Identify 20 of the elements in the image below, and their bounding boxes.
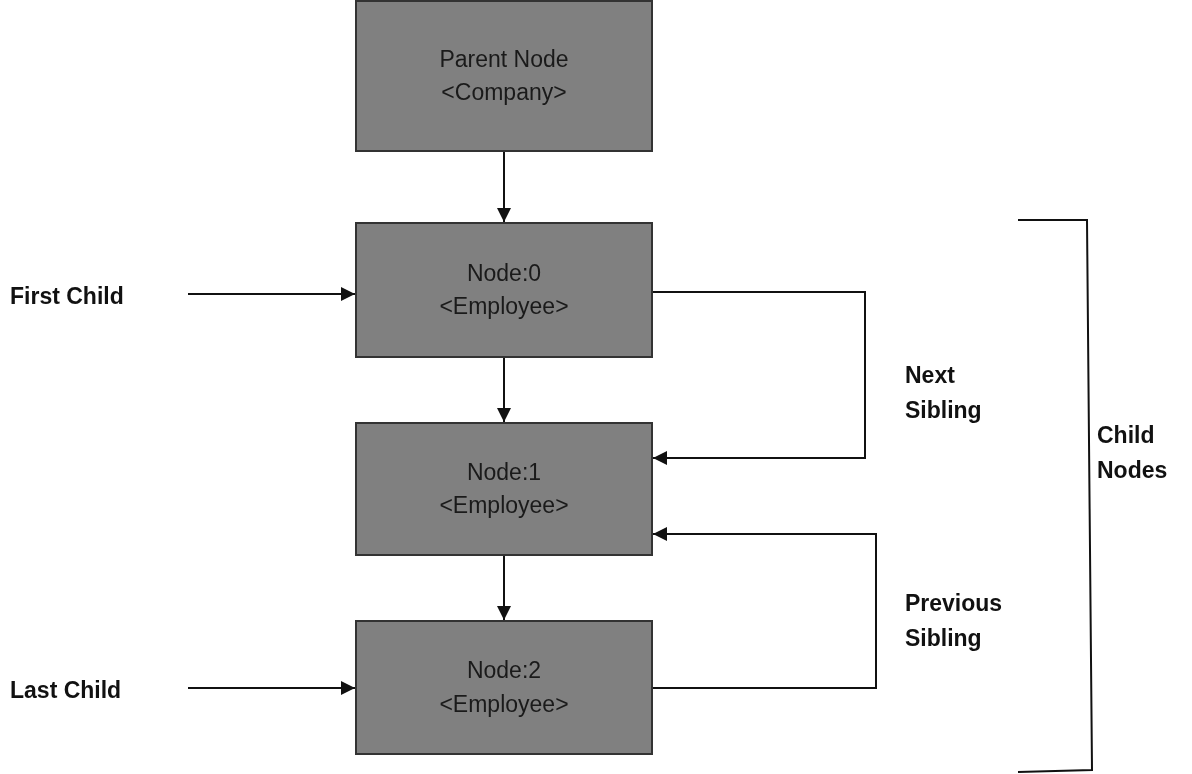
bracket-label: Child Nodes (1097, 421, 1169, 485)
node-label: Node:0 <Employee> (438, 258, 570, 321)
node-label: Parent Node <Company> (438, 44, 570, 107)
arrow (497, 151, 511, 223)
arrow (187, 681, 356, 695)
process-box (355, 422, 653, 556)
arrow (652, 527, 877, 689)
edge-label: Next Sibling (905, 361, 983, 425)
edge-label: Previous Sibling (905, 589, 1004, 653)
node-label: Node:1 <Employee> (438, 457, 570, 520)
arrow (187, 287, 356, 301)
arrow (497, 555, 511, 621)
arrow (652, 291, 866, 465)
node-label: First Child (10, 276, 188, 316)
process-box (355, 222, 653, 358)
node-label: Node:2 <Employee> (438, 656, 570, 719)
process-box (355, 620, 653, 755)
arrow (497, 357, 511, 423)
process-box (355, 0, 653, 152)
node-label: Last Child (10, 670, 188, 710)
